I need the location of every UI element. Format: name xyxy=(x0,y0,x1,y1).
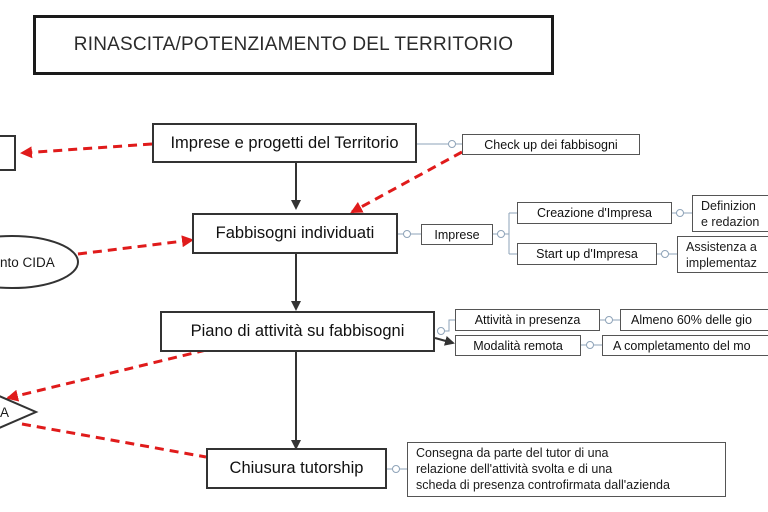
node-start-up[interactable]: Start up d'Impresa xyxy=(517,243,657,265)
a-label: A xyxy=(0,404,10,420)
left-edge-box xyxy=(0,135,16,171)
assistenza-line-2: implementaz xyxy=(686,256,757,270)
a-pointer-shape xyxy=(0,395,39,429)
node-creazione[interactable]: Creazione d'Impresa xyxy=(517,202,672,224)
node-consegna[interactable]: Consegna da parte del tutor di una relaz… xyxy=(407,442,726,497)
connector-consegna xyxy=(387,465,407,473)
node-modalita-remota[interactable]: Modalità remota xyxy=(455,335,581,356)
assistenza-line-1: Assistenza a xyxy=(686,240,757,254)
connector-checkup xyxy=(417,140,462,148)
consegna-line-1: Consegna da parte del tutor di una xyxy=(416,446,609,460)
node-completamento[interactable]: A completamento del mo xyxy=(602,335,768,356)
node-check-up[interactable]: Check up dei fabbisogni xyxy=(462,134,640,155)
dashed-arrow-checkup-to-fabbisogni xyxy=(350,150,463,214)
node-imprese-progetti[interactable]: Imprese e progetti del Territorio xyxy=(152,123,417,163)
connector-imprese xyxy=(398,209,692,258)
node-attivita-presenza[interactable]: Attività in presenza xyxy=(455,309,600,331)
consegna-line-2: relazione dell'attività svolta e di una xyxy=(416,462,613,476)
dashed-arrow-cida-to-fabbisogni xyxy=(77,235,194,256)
cida-ellipse xyxy=(0,235,79,289)
definizione-line-2: e redazion xyxy=(701,215,760,229)
node-fabbisogni[interactable]: Fabbisogni individuati xyxy=(192,213,398,254)
node-chiusura[interactable]: Chiusura tutorship xyxy=(206,448,387,489)
connector-piano-modalita xyxy=(434,336,455,346)
node-assistenza[interactable]: Assistenza a implementaz xyxy=(677,236,768,273)
dashed-arrow-piano-to-a xyxy=(6,348,207,402)
node-almeno[interactable]: Almeno 60% delle gio xyxy=(620,309,768,331)
cida-label: nto CIDA xyxy=(0,254,55,270)
connector-piano xyxy=(437,316,620,349)
node-piano[interactable]: Piano di attività su fabbisogni xyxy=(160,311,435,352)
node-imprese[interactable]: Imprese xyxy=(421,224,493,245)
consegna-line-3: scheda di presenza controfirmata dall'az… xyxy=(416,478,670,492)
node-definizione[interactable]: Definizion e redazion xyxy=(692,195,768,232)
dashed-arrow-to-left-box xyxy=(20,142,153,159)
dashed-line-a-to-chiusura xyxy=(21,422,207,459)
definizione-line-1: Definizion xyxy=(701,199,756,213)
page-title: RINASCITA/POTENZIAMENTO DEL TERRITORIO xyxy=(33,15,554,75)
